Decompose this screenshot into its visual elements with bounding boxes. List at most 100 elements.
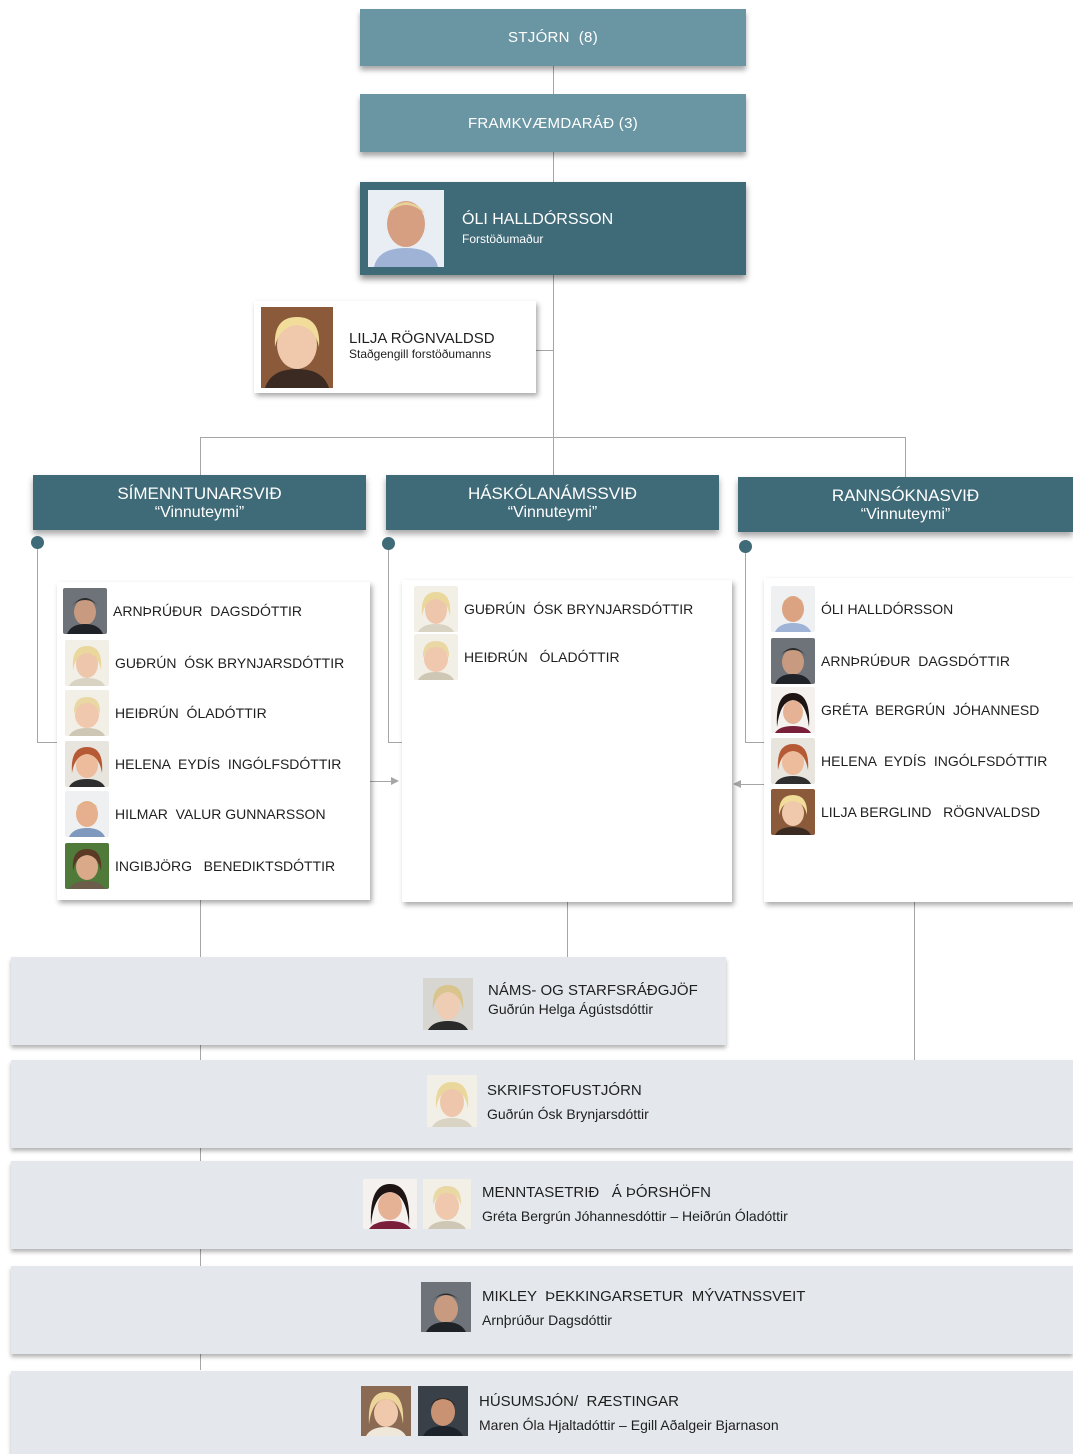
deputy-photo: [261, 307, 333, 388]
member-photo: [414, 634, 458, 680]
connector-left-bracket-h: [37, 742, 57, 743]
band-title: MENNTASETRIÐ Á ÞÓRSHÖFN: [482, 1184, 711, 1201]
director-name: ÓLI HALLDÓRSSON: [462, 211, 614, 228]
band-thorshofn-center[interactable]: MENNTASETRIÐ Á ÞÓRSHÖFN Gréta Bergrún Jó…: [11, 1161, 1073, 1249]
division-subtitle: “Vinnuteymi”: [154, 504, 245, 521]
member-photo: [65, 690, 109, 736]
connector-horizontal: [200, 437, 906, 438]
team-card-continuing-ed: ARNÞRÚÐUR DAGSDÓTTIR GUÐRÚN ÓSK BRYNJARS…: [57, 582, 370, 900]
member-name: HILMAR VALUR GUNNARSSON: [115, 806, 326, 822]
team-member[interactable]: HELENA EYDÍS INGÓLFSDÓTTIR: [65, 741, 341, 787]
member-name: HELENA EYDÍS INGÓLFSDÓTTIR: [115, 756, 342, 772]
division-header-research[interactable]: RANNSÓKNASVIÐ “Vinnuteymi”: [738, 477, 1073, 532]
team-member[interactable]: HELENA EYDÍS INGÓLFSDÓTTIR: [771, 738, 1047, 784]
team-member[interactable]: GUÐRÚN ÓSK BRYNJARSDÓTTIR: [65, 640, 344, 686]
band-names: Gréta Bergrún Jóhannesdóttir – Heiðrún Ó…: [482, 1208, 788, 1224]
arrow-right-icon: [391, 777, 399, 785]
connector-left-drop: [200, 437, 201, 477]
division-subtitle: “Vinnuteymi”: [507, 504, 598, 521]
band-title: SKRIFSTOFUSTJÓRN: [487, 1082, 642, 1099]
deputy-name: LILJA RÖGNVALDSD: [349, 330, 495, 347]
division-title: HÁSKÓLANÁMSSVIÐ: [467, 484, 638, 503]
person-photo: [363, 1179, 417, 1229]
team-member[interactable]: ÓLI HALLDÓRSSON: [771, 586, 953, 632]
executive-council-box[interactable]: FRAMKVÆMDARÁÐ (3): [360, 94, 746, 152]
band-maintenance-cleaning[interactable]: HÚSUMSJÓN/ RÆSTINGAR Maren Óla Hjaltadót…: [11, 1371, 1073, 1454]
band-title: MIKLEY ÞEKKINGARSETUR MÝVATNSSVEIT: [482, 1288, 806, 1305]
team-member[interactable]: HILMAR VALUR GUNNARSSON: [65, 791, 326, 837]
band-names: Maren Óla Hjaltadóttir – Egill Aðalgeir …: [479, 1417, 779, 1433]
member-name: LILJA BERGLIND RÖGNVALDSD: [821, 804, 1041, 820]
deputy-role: Staðgengill forstöðumanns: [349, 347, 492, 361]
team-member[interactable]: HEIÐRÚN ÓLADÓTTIR: [414, 634, 620, 680]
bullet-dot: [739, 540, 752, 553]
connector-right-bracket-v: [745, 548, 746, 742]
person-photo: [421, 1282, 471, 1332]
board-box[interactable]: STJÓRN (8): [360, 9, 746, 66]
band-study-career-counseling[interactable]: NÁMS- OG STARFSRÁÐGJÖF Guðrún Helga Ágús…: [11, 957, 726, 1045]
member-name: INGIBJÖRG BENEDIKTSDÓTTIR: [115, 858, 336, 874]
connector-mid-bracket-h: [388, 742, 402, 743]
person-photo: [423, 1179, 471, 1229]
director-box[interactable]: ÓLI HALLDÓRSSON Forstöðumaður: [360, 182, 746, 275]
arrow-left-icon: [733, 780, 741, 788]
member-name: HELENA EYDÍS INGÓLFSDÓTTIR: [821, 753, 1048, 769]
connector-lower-right: [914, 900, 915, 1060]
division-title: SÍMENNTUNARSVIÐ: [117, 484, 282, 503]
division-subtitle: “Vinnuteymi”: [860, 506, 951, 523]
team-card-research: ÓLI HALLDÓRSSON ARNÞRÚÐUR DAGSDÓTTIR GRÉ…: [764, 578, 1073, 902]
band-names: Arnþrúður Dagsdóttir: [482, 1312, 612, 1328]
band-mikley-myvatnssveit[interactable]: MIKLEY ÞEKKINGARSETUR MÝVATNSSVEIT Arnþr…: [11, 1266, 1073, 1354]
person-photo: [418, 1386, 468, 1436]
team-member[interactable]: INGIBJÖRG BENEDIKTSDÓTTIR: [65, 843, 335, 889]
team-member[interactable]: ARNÞRÚÐUR DAGSDÓTTIR: [63, 588, 302, 634]
member-name: GRÉTA BERGRÚN JÓHANNESD: [821, 702, 1040, 718]
bullet-dot: [382, 537, 395, 550]
member-photo: [65, 791, 109, 837]
person-photo: [423, 978, 473, 1030]
connector-deputy: [536, 350, 553, 351]
director-role: Forstöðumaður: [462, 232, 544, 246]
member-photo: [771, 789, 815, 835]
team-member[interactable]: LILJA BERGLIND RÖGNVALDSD: [771, 789, 1040, 835]
member-name: GUÐRÚN ÓSK BRYNJARSDÓTTIR: [464, 601, 694, 617]
member-name: GUÐRÚN ÓSK BRYNJARSDÓTTIR: [115, 655, 345, 671]
division-header-university[interactable]: HÁSKÓLANÁMSSVIÐ “Vinnuteymi”: [386, 475, 719, 530]
team-member[interactable]: GRÉTA BERGRÚN JÓHANNESD: [771, 687, 1039, 733]
band-names: Guðrún Helga Ágústsdóttir: [488, 1001, 653, 1017]
member-photo: [65, 741, 109, 787]
band-title: NÁMS- OG STARFSRÁÐGJÖF: [488, 982, 698, 999]
team-member[interactable]: GUÐRÚN ÓSK BRYNJARSDÓTTIR: [414, 586, 693, 632]
member-photo: [771, 687, 815, 733]
member-photo: [771, 586, 815, 632]
arrow-left-to-mid-line: [370, 781, 392, 782]
division-title: RANNSÓKNASVIÐ: [831, 486, 980, 505]
member-name: ARNÞRÚÐUR DAGSDÓTTIR: [821, 653, 1011, 669]
connector-lower-mid: [567, 900, 568, 960]
team-member[interactable]: ARNÞRÚÐUR DAGSDÓTTIR: [771, 638, 1010, 684]
director-photo: [368, 190, 444, 267]
bullet-dot: [31, 536, 44, 549]
member-photo: [771, 738, 815, 784]
arrow-right-to-mid-line: [740, 784, 764, 785]
member-name: HEIÐRÚN ÓLADÓTTIR: [464, 649, 620, 665]
band-names: Guðrún Ósk Brynjarsdóttir: [487, 1106, 649, 1122]
connector-right-drop: [905, 437, 906, 477]
member-photo: [65, 640, 109, 686]
member-photo: [63, 588, 107, 634]
person-photo: [427, 1075, 477, 1127]
band-title: HÚSUMSJÓN/ RÆSTINGAR: [479, 1393, 680, 1410]
division-header-continuing-ed[interactable]: SÍMENNTUNARSVIÐ “Vinnuteymi”: [33, 475, 366, 530]
member-photo: [771, 638, 815, 684]
connector-left-bracket-v: [37, 548, 38, 742]
team-member[interactable]: HEIÐRÚN ÓLADÓTTIR: [65, 690, 267, 736]
connector-mid-bracket-v: [388, 548, 389, 742]
band-office-management[interactable]: SKRIFSTOFUSTJÓRN Guðrún Ósk Brynjarsdótt…: [11, 1060, 1073, 1148]
deputy-card[interactable]: LILJA RÖGNVALDSD Staðgengill forstöðuman…: [254, 301, 536, 393]
connector-right-bracket-h: [745, 742, 764, 743]
member-name: ARNÞRÚÐUR DAGSDÓTTIR: [113, 603, 303, 619]
member-name: HEIÐRÚN ÓLADÓTTIR: [115, 705, 267, 721]
executive-council-label: FRAMKVÆMDARÁÐ (3): [467, 114, 639, 132]
member-photo: [65, 843, 109, 889]
member-photo: [414, 586, 458, 632]
